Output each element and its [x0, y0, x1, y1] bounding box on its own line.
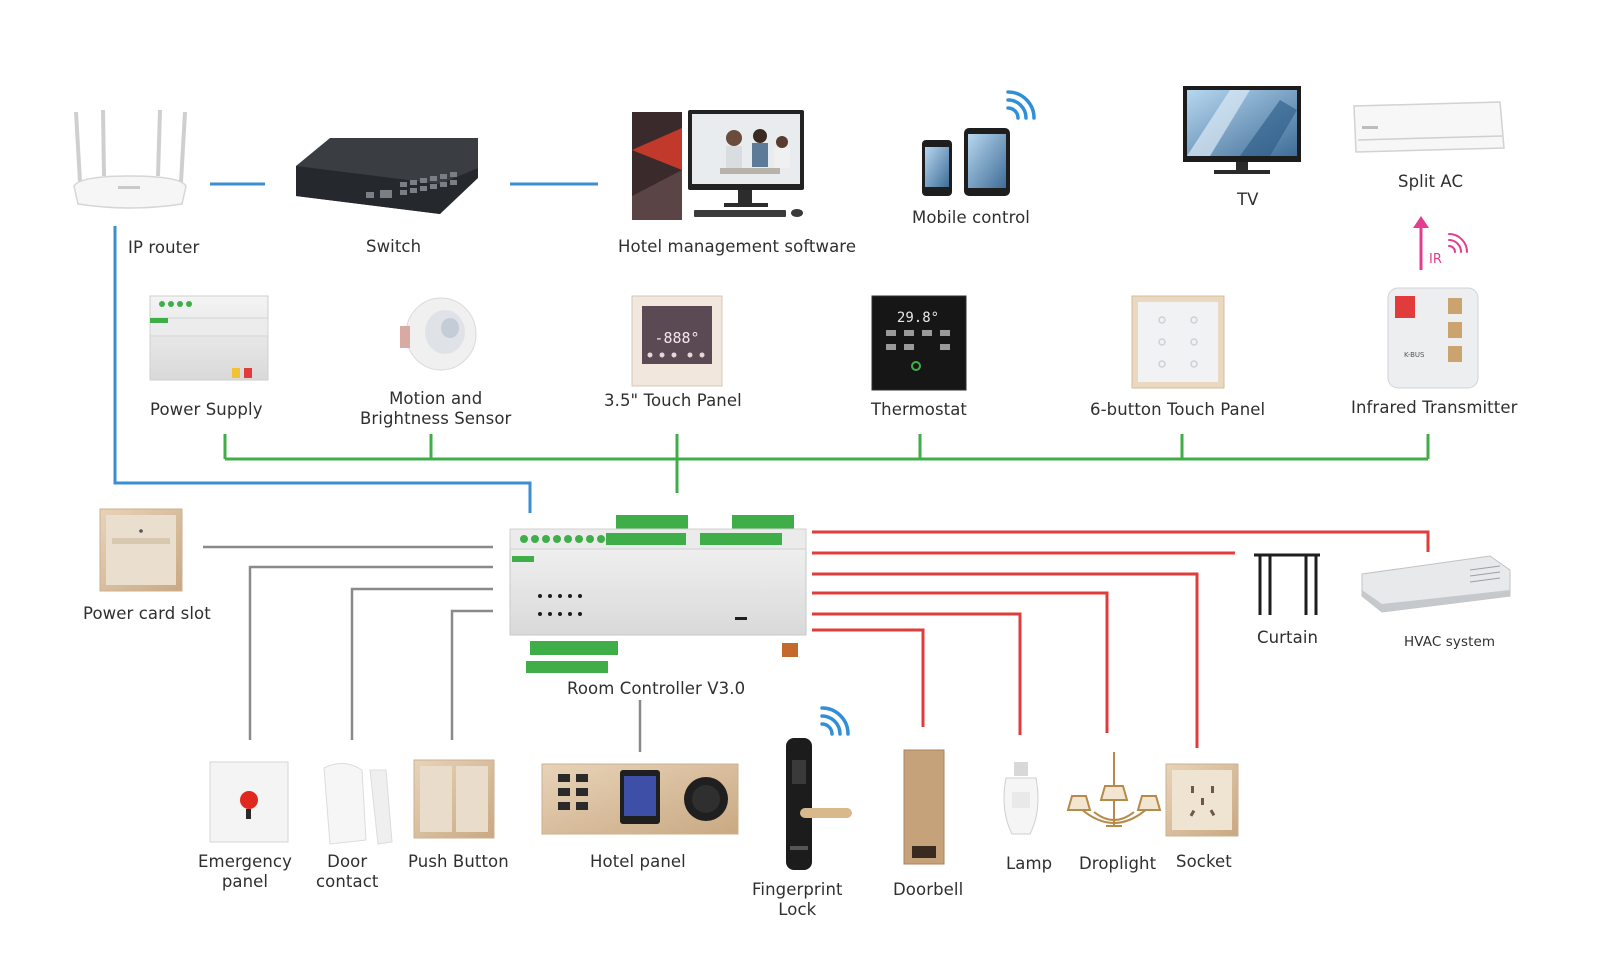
door-contact-icon [323, 763, 393, 845]
ir-module-text: K-BUS [1404, 351, 1425, 359]
infrared-transmitter-label: Infrared Transmitter [1351, 398, 1518, 417]
power-supply-icon [149, 295, 269, 381]
mobile-devices-icon [922, 128, 1010, 196]
split-ac-icon [1353, 101, 1505, 153]
touch-panel-display-text: -888° [654, 329, 699, 347]
droplight-label: Droplight [1079, 854, 1157, 873]
fingerprint-lock-icon [786, 738, 852, 870]
lamp-icon [1003, 762, 1039, 835]
socket-icon [1165, 763, 1239, 837]
touch-panel-icon: -888° [631, 295, 723, 387]
thermostat-icon: 29.8° [871, 295, 967, 391]
touch-panel-label: 3.5" Touch Panel [604, 391, 742, 410]
input-lines [203, 545, 642, 752]
switch-label: Switch [366, 237, 422, 256]
hvac-icon [1361, 555, 1511, 613]
motion-sensor-label-line1: Motion and [389, 389, 483, 408]
motion-sensor-icon [400, 297, 477, 371]
ir-label: IR [1429, 252, 1443, 267]
door-contact-label-line2: contact [316, 872, 379, 891]
droplight-icon [1066, 752, 1162, 827]
power-supply-label: Power Supply [150, 400, 263, 419]
curtain-icon [1254, 553, 1320, 615]
socket-label: Socket [1176, 852, 1232, 871]
power-card-slot-icon [99, 508, 183, 592]
ethernet-lines [113, 182, 598, 513]
hotel-panel-label: Hotel panel [590, 852, 686, 871]
door-contact-label: Door contact [316, 852, 378, 892]
tv-label: TV [1237, 190, 1259, 209]
push-button-icon [413, 759, 495, 839]
power-card-slot-label: Power card slot [83, 604, 211, 623]
emergency-panel-icon [209, 761, 289, 843]
doorbell-label: Doorbell [893, 880, 964, 899]
push-button-label: Push Button [408, 852, 509, 871]
ip-router-label: IP router [128, 238, 200, 257]
thermostat-display-text: 29.8° [897, 310, 939, 326]
ip-router-icon [73, 109, 187, 209]
doorbell-icon: 5080 [903, 749, 957, 865]
thermostat-label: Thermostat [871, 400, 967, 419]
motion-sensor-label: Motion and Brightness Sensor [360, 389, 511, 429]
hotel-panel-icon [541, 763, 739, 835]
door-contact-label-line1: Door [327, 852, 368, 871]
lamp-label: Lamp [1006, 854, 1053, 873]
motion-sensor-label-line2: Brightness Sensor [360, 409, 512, 428]
mobile-control-label: Mobile control [912, 208, 1030, 227]
curtain-label: Curtain [1257, 628, 1319, 647]
doorbell-digits-text: 5080 [942, 784, 957, 815]
infrared-transmitter-icon: K-BUS [1387, 287, 1479, 389]
relay-lines [812, 530, 1430, 748]
tv-icon [1183, 86, 1301, 174]
split-ac-label: Split AC [1398, 172, 1464, 191]
room-controller-label: Room Controller V3.0 [567, 679, 746, 698]
room-controller-icon [509, 515, 807, 673]
pc-icon [632, 110, 804, 220]
fingerprint-lock-label-line1: Fingerprint [752, 880, 843, 899]
fingerprint-lock-label-line2: Lock [778, 900, 817, 919]
hvac-system-label: HVAC system [1404, 634, 1496, 650]
lock-wireless-signal-icon [820, 706, 850, 736]
emergency-panel-label-line1: Emergency [198, 852, 292, 871]
emergency-panel-label-line2: panel [221, 872, 269, 891]
hotel-management-software-label: Hotel management software [618, 237, 857, 256]
emergency-panel-label: Emergency panel [198, 852, 292, 892]
switch-icon [296, 138, 478, 214]
bus-lines [223, 434, 1430, 493]
wireless-signal-icon [1006, 90, 1036, 120]
six-button-panel-icon [1131, 295, 1225, 389]
ir-arrow-icon [1413, 216, 1468, 270]
fingerprint-lock-label: Fingerprint Lock [752, 880, 843, 920]
six-button-panel-label: 6-button Touch Panel [1090, 400, 1266, 419]
